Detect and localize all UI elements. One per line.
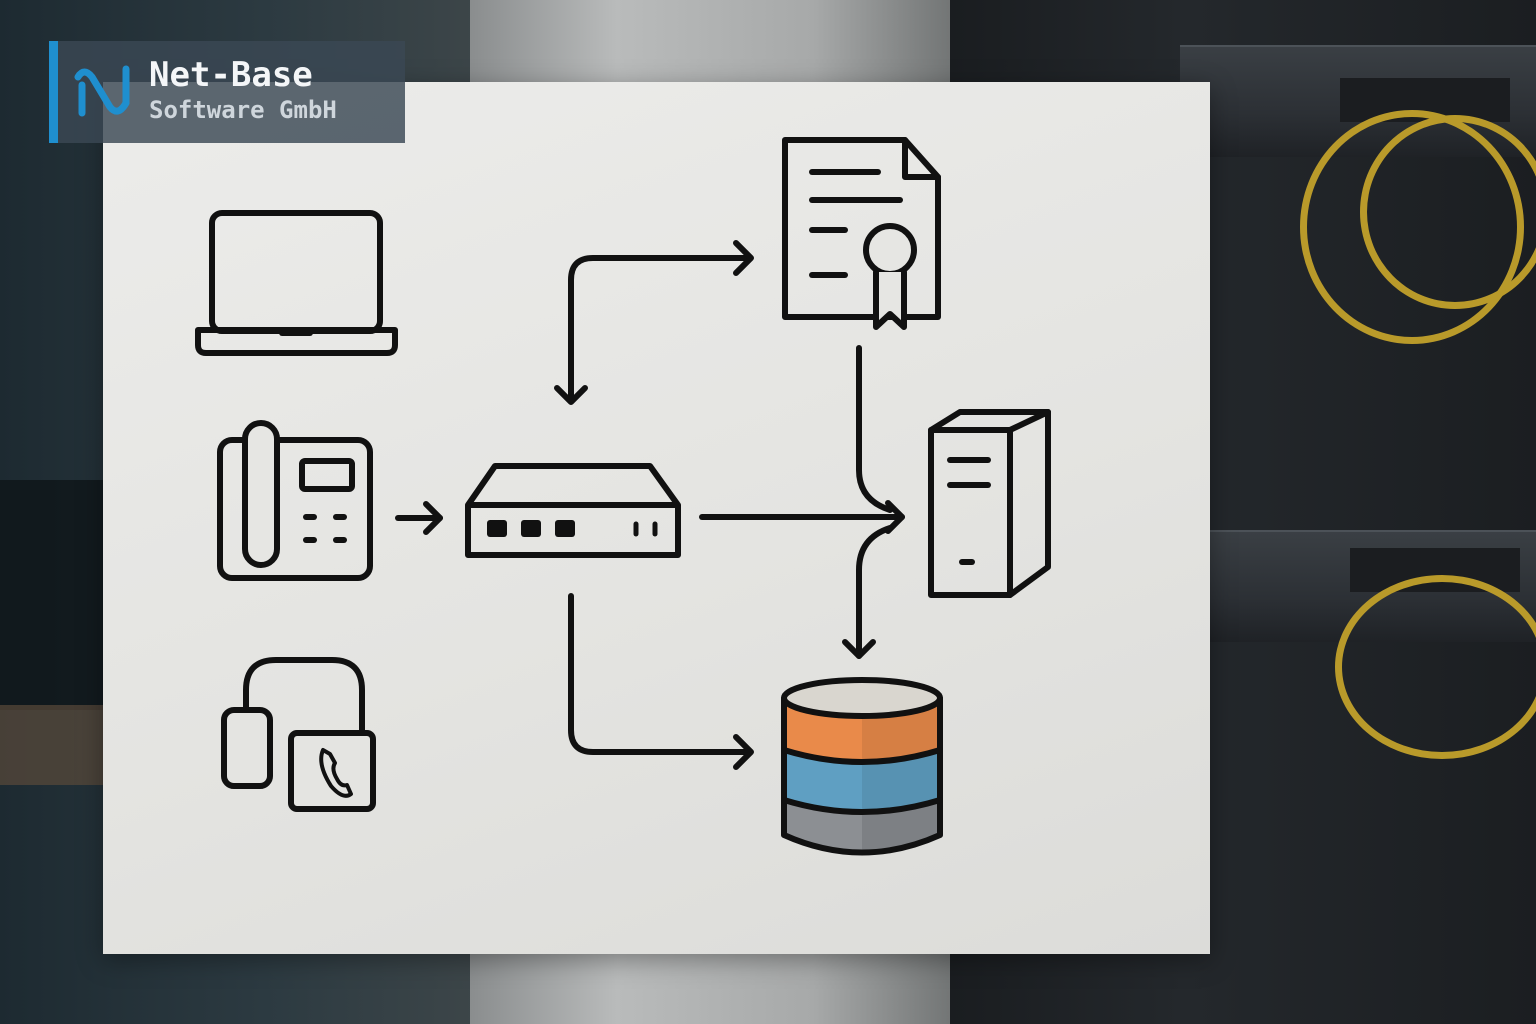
- edge-certificate-server: [856, 345, 893, 513]
- network-cable: [1335, 575, 1536, 759]
- logo-subtitle: Software GmbH: [149, 96, 337, 124]
- desk-phone-icon: [217, 420, 373, 581]
- headset-phone-icon: [221, 657, 376, 812]
- diagram-card: [103, 82, 1210, 954]
- edge-router-certificate: [554, 240, 754, 405]
- certificate-icon: [782, 137, 941, 330]
- database-icon: [781, 677, 943, 856]
- background-desk: [0, 705, 110, 785]
- edge-router-database: [568, 593, 754, 770]
- logo-name: Net-Base: [149, 55, 313, 95]
- company-logo: Net-Base Software GmbH: [49, 41, 405, 143]
- edge-phone-router: [395, 501, 443, 535]
- edge-server-database: [842, 525, 893, 659]
- net-base-logo-icon: [74, 65, 130, 117]
- laptop-icon: [195, 210, 398, 356]
- server-tower-icon: [928, 409, 1051, 598]
- router-icon: [465, 463, 681, 558]
- network-cable: [1360, 115, 1536, 309]
- edge-router-server: [699, 500, 905, 534]
- background-shelf: [0, 480, 110, 710]
